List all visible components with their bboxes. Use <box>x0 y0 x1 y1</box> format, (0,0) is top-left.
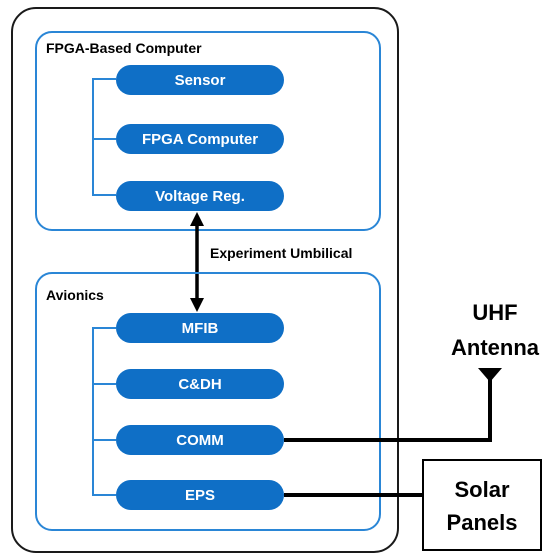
outer-enclosure <box>11 7 399 553</box>
solar-panels-box <box>422 459 542 551</box>
pill-cdh-label: C&DH <box>178 376 221 393</box>
fpga-group-title: FPGA-Based Computer <box>46 40 202 56</box>
pill-voltage-reg: Voltage Reg. <box>116 181 284 211</box>
pill-sensor-label: Sensor <box>175 72 226 89</box>
antenna-label-line1: UHF <box>472 300 517 325</box>
pill-fpga-computer: FPGA Computer <box>116 124 284 154</box>
comm-antenna-line <box>284 370 492 442</box>
pill-voltage-reg-label: Voltage Reg. <box>155 188 245 205</box>
pill-cdh: C&DH <box>116 369 284 399</box>
pill-mfib-label: MFIB <box>182 320 219 337</box>
avionics-group-box <box>35 272 381 531</box>
pill-sensor: Sensor <box>116 65 284 95</box>
antenna-icon <box>478 368 502 382</box>
umbilical-label: Experiment Umbilical <box>210 245 352 261</box>
pill-comm-label: COMM <box>176 432 224 449</box>
pill-fpga-computer-label: FPGA Computer <box>142 131 258 148</box>
pill-eps-label: EPS <box>185 487 215 504</box>
fpga-group-box <box>35 31 381 231</box>
pill-comm: COMM <box>116 425 284 455</box>
pill-eps: EPS <box>116 480 284 510</box>
antenna-label-line2: Antenna <box>451 335 540 360</box>
avionics-tree-connector <box>92 327 116 496</box>
solar-label-line2: Panels <box>447 510 518 535</box>
avionics-group-title: Avionics <box>46 287 104 303</box>
solar-label-line1: Solar <box>454 477 509 502</box>
pill-mfib: MFIB <box>116 313 284 343</box>
fpga-tree-connector <box>92 78 116 196</box>
